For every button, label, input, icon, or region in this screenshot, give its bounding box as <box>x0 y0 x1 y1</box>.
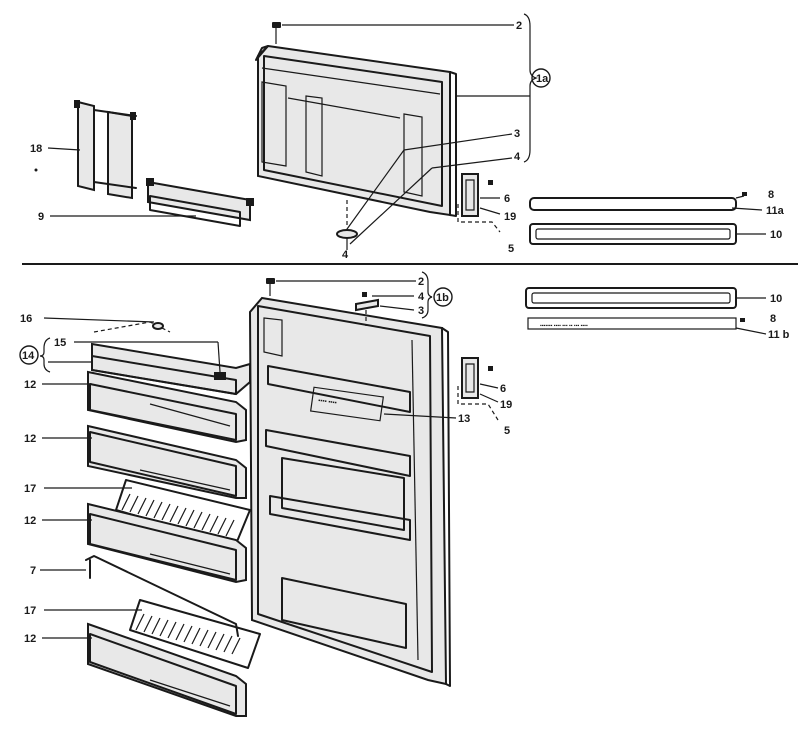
label-2-top: 2 <box>516 20 522 32</box>
hinge-freezer <box>457 173 501 233</box>
label-6-top: 6 <box>504 193 510 205</box>
gasket-10-top <box>529 223 766 245</box>
bracket-1b <box>421 271 433 319</box>
shelf-bracket-18 <box>34 100 137 200</box>
retaining-bar-7 <box>85 555 239 637</box>
label-4-pin: 4 <box>342 249 349 261</box>
label-14: 14 <box>22 350 35 362</box>
hinge-pin-freezer <box>336 200 358 250</box>
gasket-10-bottom <box>525 287 766 309</box>
label-1b: 1b <box>436 292 449 304</box>
fridge-door: ▪▪▪▪ ▪▪▪▪ <box>248 296 457 687</box>
circle-1a <box>531 68 551 88</box>
svg-text:▪▪▪▪▪▪▪ ▪▪▪▪: ▪▪▪▪▪▪▪ ▪▪▪▪ ▪▪▪ ▪▪ ▪▪▪ ▪▪▪▪ <box>540 323 588 329</box>
label-17-b: 17 <box>24 605 36 617</box>
shelf-9 <box>50 178 254 227</box>
label-11a: 11a <box>766 205 785 217</box>
label-15: 15 <box>54 337 66 349</box>
label-2-bottom: 2 <box>418 276 424 288</box>
freezer-door <box>255 44 457 217</box>
door-shelf-12-a <box>87 370 247 444</box>
circle-14 <box>19 345 39 365</box>
label-9: 9 <box>38 211 44 223</box>
label-19-bottom: 19 <box>500 399 512 411</box>
label-12-c: 12 <box>24 515 36 527</box>
label-3-top: 3 <box>514 128 520 140</box>
label-18: 18 <box>30 143 42 155</box>
seal-strip-11a <box>529 192 763 211</box>
label-12-a: 12 <box>24 379 36 391</box>
door-shelf-12-d <box>87 622 247 717</box>
label-5-bottom: 5 <box>504 425 510 437</box>
door-shelf-12-c <box>87 502 247 584</box>
door-shelf-12-b <box>87 424 247 499</box>
label-1a: 1a <box>536 73 549 85</box>
label-4-bottom: 4 <box>418 291 425 303</box>
circle-1b <box>433 287 453 307</box>
label-6-bottom: 6 <box>500 383 506 395</box>
label-11b: 11 b <box>768 329 790 341</box>
label-12-b: 12 <box>24 433 36 445</box>
label-10-top: 10 <box>770 229 782 241</box>
screw-top-freezer <box>272 22 514 44</box>
label-17-a: 17 <box>24 483 36 495</box>
svg-text:▪▪▪▪ ▪▪▪▪: ▪▪▪▪ ▪▪▪▪ <box>318 398 337 407</box>
label-3-bottom: 3 <box>418 305 424 317</box>
bottle-rack-17-b <box>129 599 261 669</box>
screw-top-fridge <box>266 278 416 326</box>
label-10-bottom: 10 <box>770 293 782 305</box>
label-13: 13 <box>458 413 470 425</box>
hinge-fridge <box>457 357 499 421</box>
label-8-bottom: 8 <box>770 313 776 325</box>
label-19-top: 19 <box>504 211 516 223</box>
label-4-top: 4 <box>514 151 521 163</box>
bracket-1a <box>523 13 538 163</box>
seal-strip-11b: ▪▪▪▪▪▪▪ ▪▪▪▪ ▪▪▪ ▪▪ ▪▪▪ ▪▪▪▪ <box>527 317 767 335</box>
label-12-d: 12 <box>24 633 36 645</box>
label-7: 7 <box>30 565 36 577</box>
label-5-top: 5 <box>508 243 514 255</box>
label-16: 16 <box>20 313 32 325</box>
door-shelf-top-14 <box>43 317 251 396</box>
label-8-top: 8 <box>768 189 774 201</box>
